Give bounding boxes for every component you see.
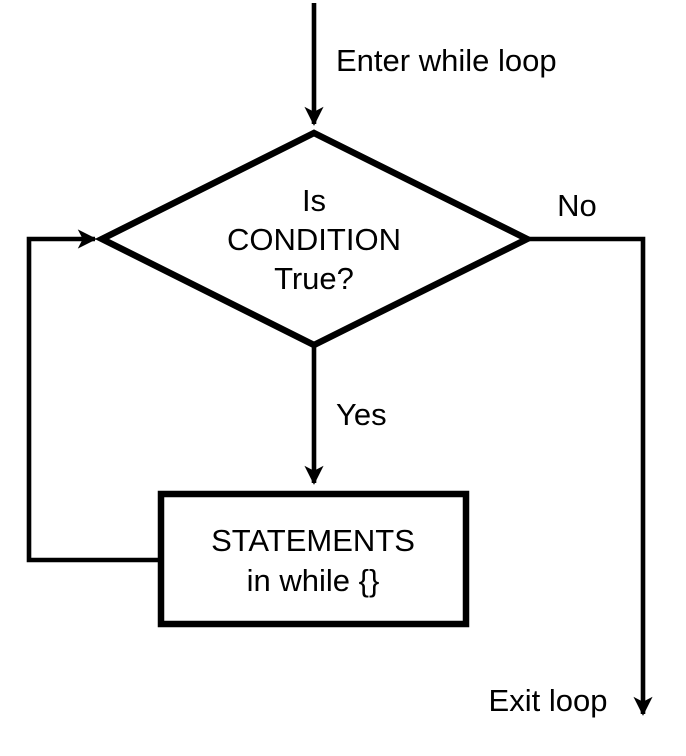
process-text-line2: in while {} [247, 563, 380, 598]
exit-label: Exit loop [489, 683, 608, 718]
loop-back-arrow [26, 229, 160, 563]
yes-label: Yes [336, 397, 387, 432]
process-text-line1: STATEMENTS [211, 523, 415, 558]
no-label: No [557, 188, 597, 223]
entry-label: Enter while loop [336, 43, 557, 78]
decision-text-line1: Is [302, 183, 326, 218]
decision-diamond [94, 129, 535, 349]
no-branch-arrow [527, 236, 653, 716]
decision-text-line2: CONDITION [227, 222, 401, 257]
process-box [157, 490, 470, 628]
decision-text-line3: True? [274, 261, 354, 296]
